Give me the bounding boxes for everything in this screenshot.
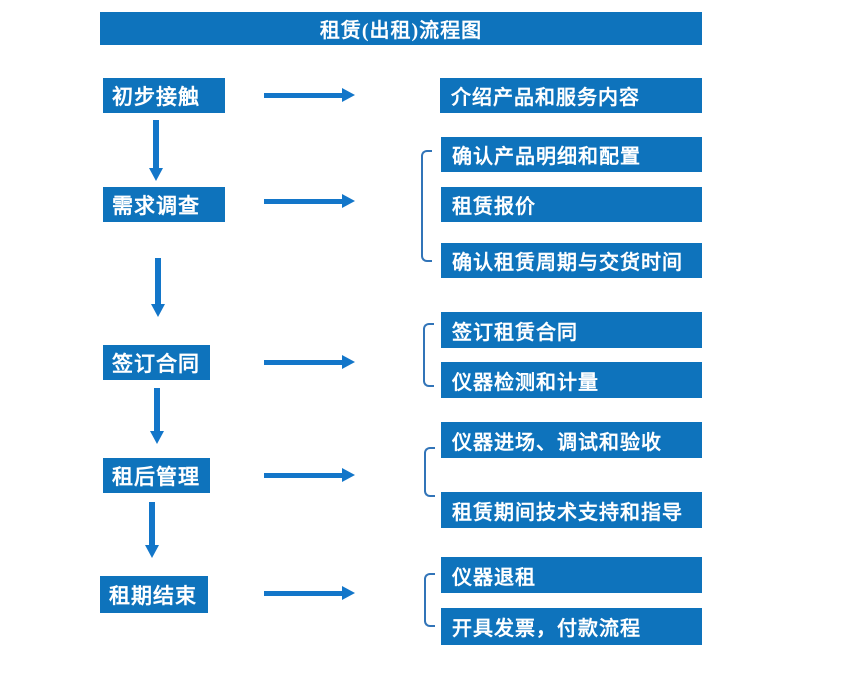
flowchart-title: 租赁(出租)流程图 (100, 12, 702, 45)
step-initial-contact: 初步接触 (103, 78, 225, 113)
group-bracket-demand-survey (421, 150, 432, 262)
flow-arrow-head (342, 586, 355, 600)
group-bracket-post-rental (424, 447, 435, 497)
detail-box: 确认租赁周期与交货时间 (441, 243, 702, 278)
down-arrow-head (145, 545, 159, 558)
step-demand-survey: 需求调查 (103, 187, 225, 222)
detail-box: 租赁期间技术支持和指导 (441, 492, 702, 528)
down-arrow-3 (150, 388, 165, 444)
down-arrow-stem (153, 120, 159, 169)
flow-arrow-head (342, 355, 355, 369)
flow-arrow-head (342, 88, 355, 102)
group-bracket-rental-end (424, 573, 435, 627)
down-arrow-stem (149, 502, 155, 546)
flow-arrow-stem (264, 93, 343, 98)
flow-arrow-stem (264, 199, 343, 204)
down-arrow-4 (145, 502, 160, 558)
flow-arrow-stem (264, 591, 343, 596)
detail-box: 仪器退租 (441, 557, 702, 593)
detail-box: 开具发票，付款流程 (441, 608, 702, 645)
detail-box: 租赁报价 (441, 187, 702, 222)
flow-arrow-head (342, 194, 355, 208)
detail-box: 仪器进场、调试和验收 (441, 422, 702, 458)
flow-arrow-head (342, 468, 355, 482)
step-post-rental-management: 租后管理 (103, 458, 210, 493)
detail-box: 仪器检测和计量 (441, 362, 702, 398)
flow-arrow-2 (264, 194, 355, 209)
down-arrow-head (151, 304, 165, 317)
down-arrow-stem (154, 388, 160, 432)
down-arrow-head (149, 168, 163, 181)
flow-arrow-stem (264, 360, 343, 365)
detail-box: 介绍产品和服务内容 (440, 78, 702, 113)
detail-box: 确认产品明细和配置 (441, 137, 702, 172)
down-arrow-1 (149, 120, 164, 181)
step-rental-end: 租期结束 (100, 576, 208, 613)
step-sign-contract: 签订合同 (103, 345, 210, 380)
group-bracket-sign-contract (423, 323, 434, 387)
detail-box: 签订租赁合同 (441, 312, 702, 348)
down-arrow-stem (155, 258, 161, 305)
down-arrow-head (150, 431, 164, 444)
flow-arrow-5 (264, 586, 355, 601)
flow-arrow-3 (264, 355, 355, 370)
flow-arrow-stem (264, 473, 343, 478)
down-arrow-2 (151, 258, 166, 317)
flow-arrow-4 (264, 468, 355, 483)
flow-arrow-1 (264, 88, 355, 103)
